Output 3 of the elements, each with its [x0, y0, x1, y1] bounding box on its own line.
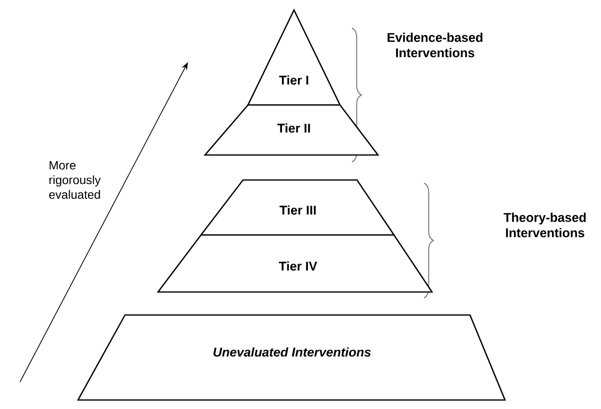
arrow-label: More rigorously evaluated	[49, 161, 101, 199]
bracket-label: Theory-based Interventions	[504, 212, 586, 238]
bracket-label: Evidence-based Interventions	[388, 32, 482, 58]
